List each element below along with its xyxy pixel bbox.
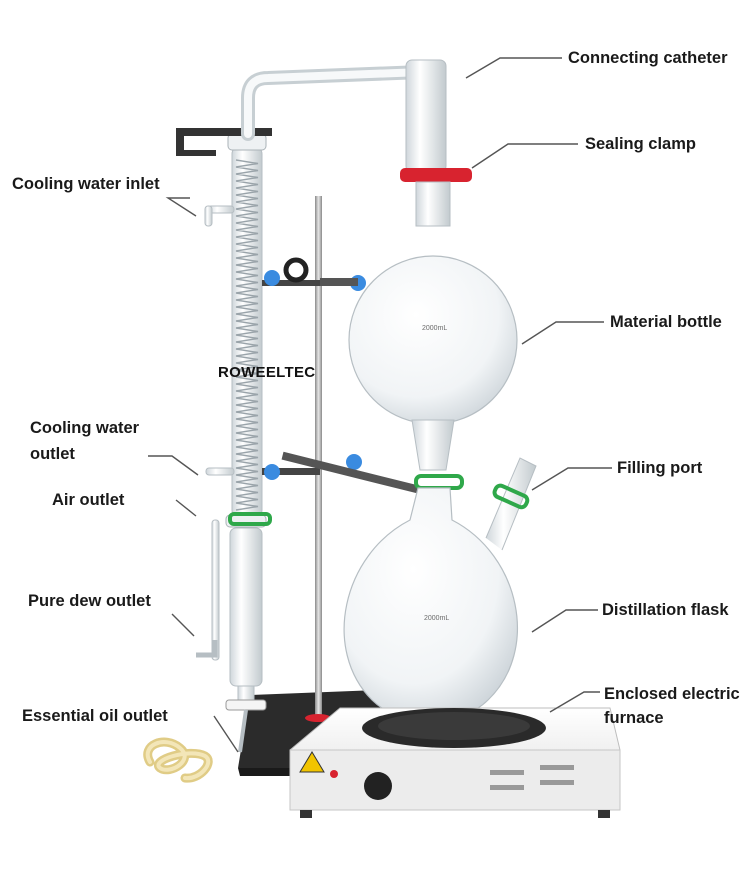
leader-lines: [148, 57, 612, 753]
leader-cooling-water-inlet: [165, 197, 197, 217]
label-connecting-catheter: Connecting catheter: [568, 49, 728, 67]
brand-text: ROWEELTEC: [218, 364, 316, 381]
leader-cooling-water-outlet: [148, 455, 199, 476]
electric-stove: [289, 707, 621, 818]
label-enclosed-furnace-line1: Enclosed electric: [604, 685, 740, 703]
leader-enclosed-furnace: [549, 691, 600, 713]
material-bottle-volume: 2000mL: [422, 325, 447, 332]
condenser-lower-clamp: [262, 451, 420, 494]
leader-filling-port: [531, 467, 612, 491]
connecting-catheter-glass: [241, 59, 447, 173]
leader-sealing-clamp: [471, 143, 578, 169]
sealing-clamp-red: [400, 168, 472, 182]
separator-green-clip: [228, 512, 272, 526]
leader-distillation-flask: [531, 609, 598, 633]
label-sealing-clamp: Sealing clamp: [585, 135, 696, 153]
label-filling-port: Filling port: [617, 459, 703, 477]
label-enclosed-furnace-line2: furnace: [604, 709, 664, 727]
condenser-mid-clamp: [262, 257, 366, 291]
label-essential-oil-outlet: Essential oil outlet: [22, 707, 168, 725]
label-cooling-water-outlet-line2: outlet: [30, 445, 75, 463]
rubber-tubing: [143, 737, 213, 783]
material-bottle-glass: 2000mL: [348, 181, 518, 471]
distillation-flask-glass: 2000mL: [343, 457, 537, 722]
separator-tube: [196, 519, 267, 753]
leader-air-outlet: [175, 499, 197, 517]
leader-essential-oil-outlet: [213, 715, 239, 753]
flask-neck-green-clip: [414, 474, 464, 490]
distillation-flask-volume: 2000mL: [424, 615, 449, 622]
leader-pure-dew-outlet: [171, 613, 195, 637]
leader-material-bottle: [521, 321, 604, 345]
label-pure-dew-outlet: Pure dew outlet: [28, 592, 151, 610]
label-cooling-water-outlet-line1: Cooling water: [30, 419, 140, 437]
condenser-top-clamp: [176, 128, 272, 156]
condenser-column: [204, 133, 267, 528]
leader-connecting-catheter: [465, 57, 562, 79]
label-material-bottle: Material bottle: [610, 313, 722, 331]
label-distillation-flask: Distillation flask: [602, 601, 729, 619]
label-air-outlet: Air outlet: [52, 491, 125, 509]
label-cooling-water-inlet: Cooling water inlet: [12, 175, 160, 193]
stand-rod: [305, 196, 331, 722]
